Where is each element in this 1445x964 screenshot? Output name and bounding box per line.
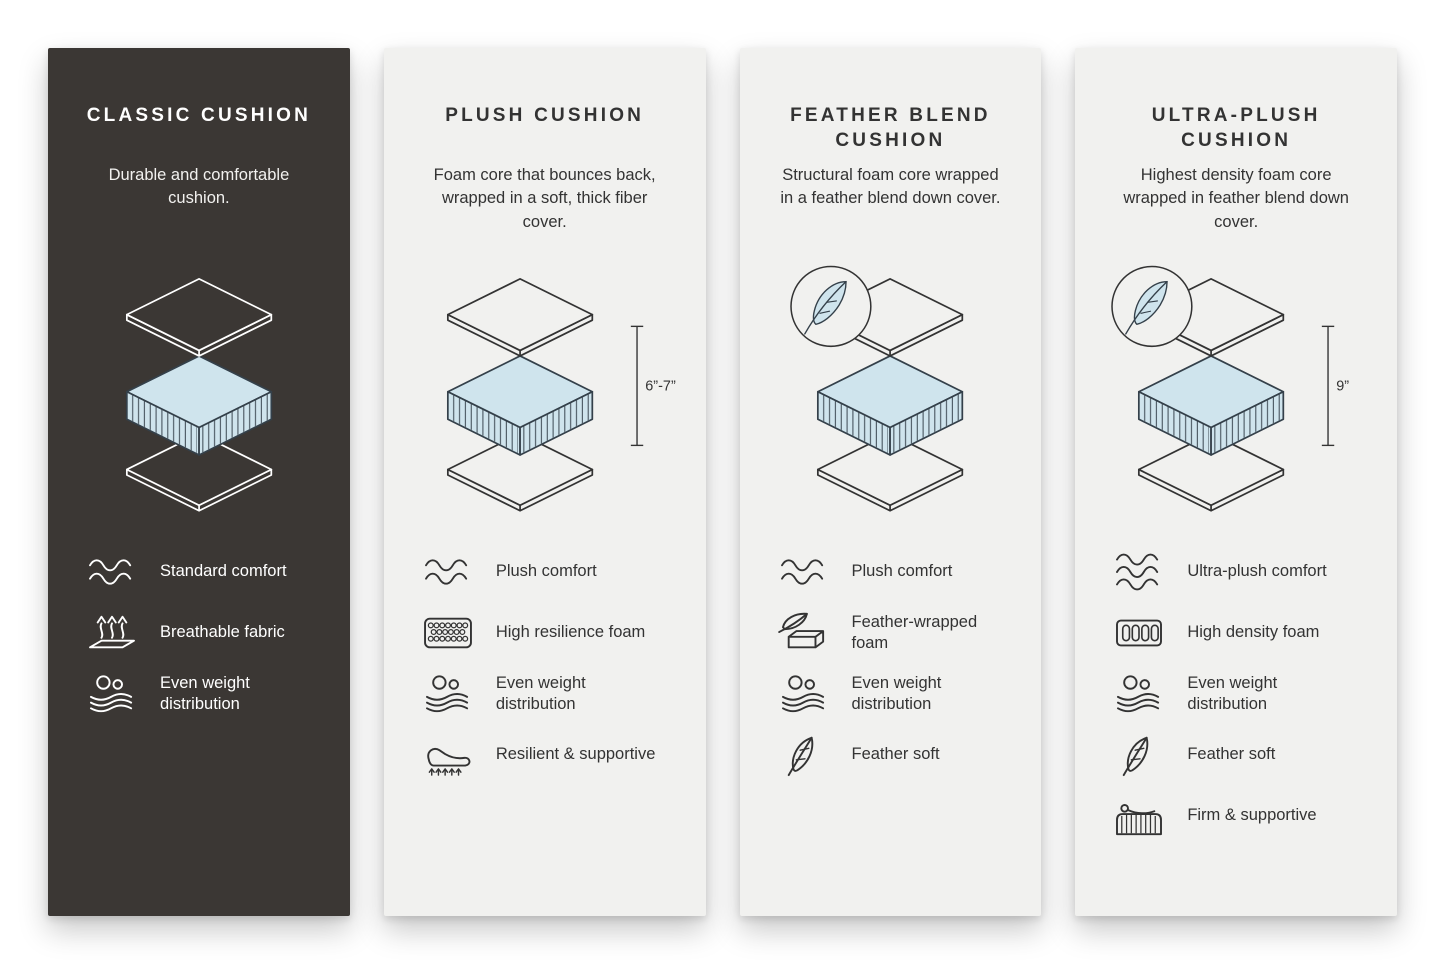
feature-label: Standard comfort: [160, 562, 287, 581]
panel-title: CLASSIC CUSHION: [86, 105, 312, 126]
feature-row: Resilient & supportive: [420, 733, 680, 777]
high-density-foam-icon: [1111, 611, 1167, 655]
feature-label: Plush comfort: [851, 562, 953, 581]
feature-list: Plush comfort High resilience foam Even …: [410, 550, 680, 794]
feature-label: High density foam: [1187, 623, 1320, 642]
cushion-layers-diagram: 9”: [1101, 244, 1371, 536]
feature-row: High resilience foam: [420, 611, 680, 655]
breathable-fabric-icon: [84, 611, 140, 655]
svg-text:6”-7”: 6”-7”: [645, 378, 676, 394]
feature-row: Plush comfort: [420, 550, 680, 594]
panel-description: Foam core that bounces back, wrapped in …: [433, 166, 656, 231]
cushion-layers-diagram: [74, 244, 324, 536]
feature-list: Standard comfort Breathable fabric Even …: [74, 550, 324, 733]
even-weight-icon: [1111, 672, 1167, 716]
feature-row: Feather-wrapped foam: [776, 611, 1016, 655]
waves-icon: [776, 550, 832, 594]
panel-description: Durable and comfortable cushion.: [108, 166, 290, 208]
firm-supportive-icon: [1111, 794, 1167, 838]
honeycomb-foam-icon: [420, 611, 476, 655]
waves-icon: [420, 550, 476, 594]
panel-plush-cushion: PLUSH CUSHION Foam core that bounces bac…: [383, 48, 706, 916]
feature-row: Plush comfort: [776, 550, 1016, 594]
feature-label: Feather soft: [851, 745, 940, 764]
feature-list: Ultra-plush comfort High density foam Ev…: [1101, 550, 1371, 855]
even-weight-icon: [420, 672, 476, 716]
feather-wrapped-foam-icon: [776, 611, 832, 655]
svg-text:9”: 9”: [1337, 378, 1350, 394]
feature-label: Ultra-plush comfort: [1187, 562, 1327, 581]
feature-row: Feather soft: [776, 733, 1016, 777]
feature-label: Firm & supportive: [1187, 806, 1317, 825]
feature-label: Breathable fabric: [160, 623, 285, 642]
feather-icon: [776, 733, 832, 777]
panel-description: Highest density foam core wrapped in fea…: [1123, 166, 1349, 231]
feature-list: Plush comfort Feather-wrapped foam Even …: [766, 550, 1016, 794]
feature-row: Standard comfort: [84, 550, 324, 594]
resilient-supportive-icon: [420, 733, 476, 777]
cushion-layers-diagram: [766, 244, 1016, 536]
feature-label: Feather-wrapped foam: [851, 612, 978, 652]
feature-label: Even weight distribution: [1187, 673, 1278, 713]
feature-row: Even weight distribution: [420, 672, 680, 716]
waves-icon: [84, 550, 140, 594]
feature-row: Even weight distribution: [1111, 672, 1371, 716]
even-weight-icon: [776, 672, 832, 716]
feature-row: Breathable fabric: [84, 611, 324, 655]
feature-label: High resilience foam: [495, 623, 646, 642]
panel-title: ULTRA-PLUSH CUSHION: [1151, 105, 1321, 151]
feature-row: Ultra-plush comfort: [1111, 550, 1371, 594]
panel-description: Structural foam core wrapped in a feathe…: [780, 166, 1001, 208]
feature-row: High density foam: [1111, 611, 1371, 655]
even-weight-icon: [84, 672, 140, 716]
feature-row: Even weight distribution: [776, 672, 1016, 716]
panel-title: PLUSH CUSHION: [445, 105, 645, 126]
feature-label: Resilient & supportive: [495, 745, 656, 764]
cushion-layers-diagram: 6”-7”: [410, 244, 680, 536]
panel-ultra-plush-cushion: ULTRA-PLUSH CUSHION Highest density foam…: [1075, 48, 1397, 916]
feather-icon: [1111, 733, 1167, 777]
panel-feather-blend-cushion: FEATHER BLEND CUSHION Structural foam co…: [739, 48, 1042, 916]
panel-title: FEATHER BLEND CUSHION: [790, 105, 991, 151]
feature-label: Even weight distribution: [160, 673, 250, 713]
feature-label: Plush comfort: [495, 562, 597, 581]
feature-label: Feather soft: [1187, 745, 1276, 764]
panel-classic-cushion: CLASSIC CUSHION Durable and comfortable …: [48, 48, 350, 916]
feature-row: Even weight distribution: [84, 672, 324, 716]
feature-row: Feather soft: [1111, 733, 1371, 777]
feature-label: Even weight distribution: [851, 673, 942, 713]
feature-label: Even weight distribution: [495, 673, 586, 713]
triple-waves-icon: [1111, 550, 1167, 594]
feature-row: Firm & supportive: [1111, 794, 1371, 838]
